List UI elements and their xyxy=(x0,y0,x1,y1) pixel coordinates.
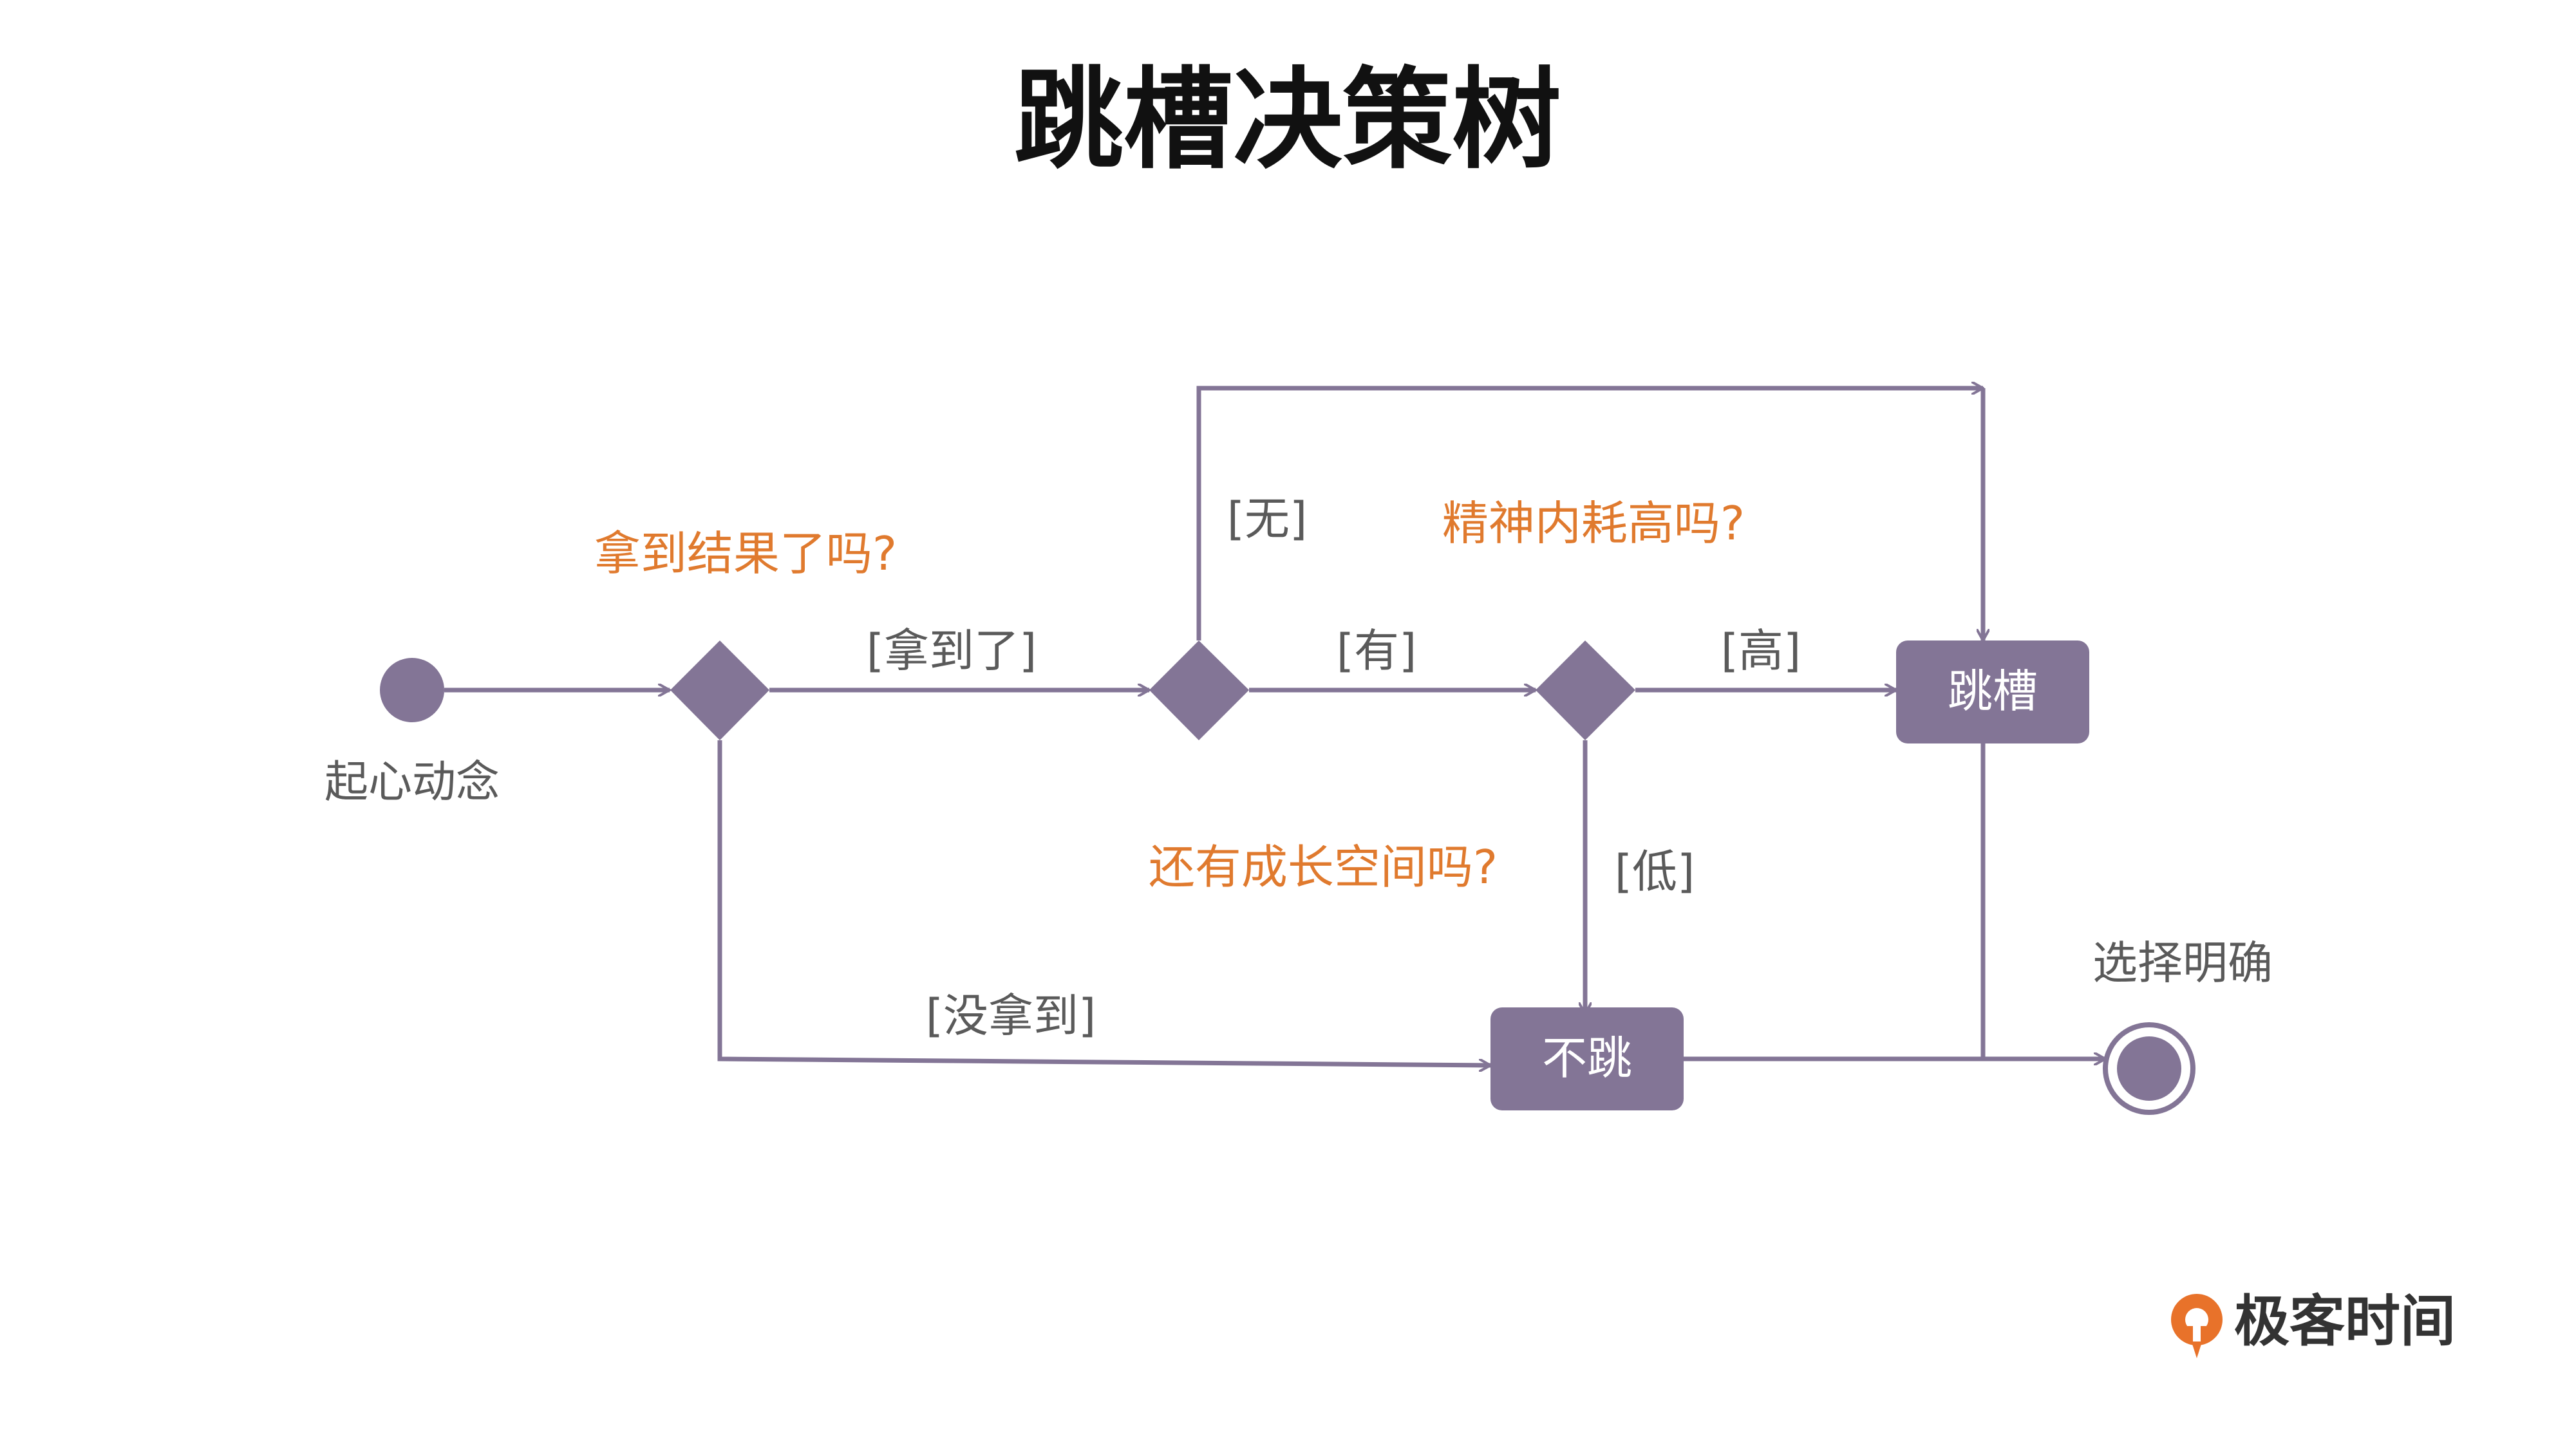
question-growth: 还有成长空间吗? xyxy=(1149,840,1498,894)
brand-name: 极客时间 xyxy=(2234,1289,2456,1354)
edge-label-not-got: [没拿到] xyxy=(926,989,1096,1042)
brand-logo: 极客时间 xyxy=(2171,1289,2456,1358)
page-title: 跳槽决策树 xyxy=(1014,57,1561,184)
outcome-stay-label: 不跳 xyxy=(1542,1032,1632,1085)
outcome-switch-box xyxy=(1896,640,2089,743)
brand-logo-icon xyxy=(2171,1294,2223,1358)
question-result: 拿到结果了吗? xyxy=(594,527,897,581)
decision-growth xyxy=(1149,640,1249,740)
start-label: 起心动念 xyxy=(324,757,500,808)
outcome-switch-label: 跳槽 xyxy=(1948,665,2038,718)
edge-label-high: [高] xyxy=(1721,624,1801,677)
end-label: 选择明确 xyxy=(2092,937,2273,989)
connectors xyxy=(444,388,2105,1065)
decision-result xyxy=(670,640,769,740)
end-node-core xyxy=(2117,1036,2181,1101)
start-node xyxy=(380,658,444,722)
edge-label-got-it: [拿到了] xyxy=(867,624,1037,677)
decision-burnout xyxy=(1536,640,1635,740)
edge-growth-none-to-switch xyxy=(1196,386,1983,640)
edge-label-low: [低] xyxy=(1615,845,1695,898)
edge-label-none: [无] xyxy=(1227,492,1308,545)
edge-label-has: [有] xyxy=(1337,624,1417,677)
edge-result-not-to-stay xyxy=(717,740,1490,1065)
question-burnout: 精神内耗高吗? xyxy=(1442,496,1745,550)
outcome-stay-box xyxy=(1490,1007,1684,1110)
